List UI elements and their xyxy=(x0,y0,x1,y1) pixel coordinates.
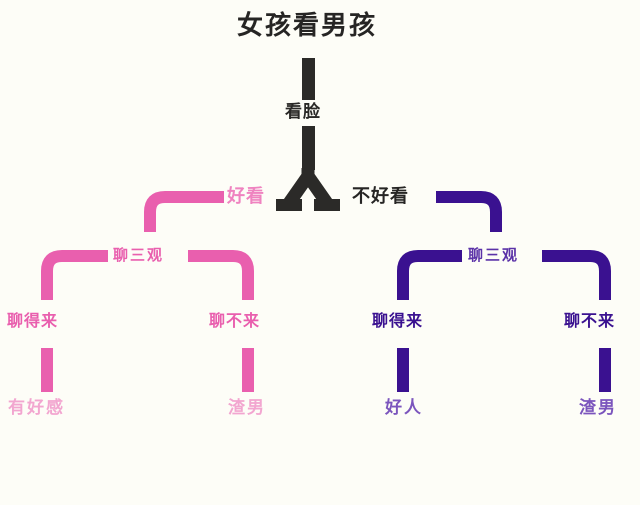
condition-label-left-incompatible: 聊不来 xyxy=(209,311,261,330)
condition-label-left-compatible: 聊得来 xyxy=(7,311,59,330)
root-criterion-label: 看脸 xyxy=(285,102,321,122)
pink-left-leaf-stem xyxy=(41,348,53,392)
criterion-label-left: 聊三观 xyxy=(113,246,165,264)
purple-left-leaf-stem xyxy=(397,348,409,392)
branch-label-good-looking: 好看 xyxy=(227,186,265,207)
purple-left-elbow xyxy=(397,250,462,300)
root-stem-upper xyxy=(302,58,315,100)
root-fork-left-foot xyxy=(276,199,302,211)
pink-right-elbow xyxy=(188,250,254,300)
pink-branch-elbow xyxy=(144,191,224,232)
root-stem-lower xyxy=(302,126,315,170)
result-label-left-compatible: 有好感 xyxy=(8,398,65,418)
root-fork-right-foot xyxy=(314,199,340,211)
result-label-left-incompatible: 渣男 xyxy=(228,398,266,418)
condition-label-right-incompatible: 聊不来 xyxy=(564,311,616,330)
purple-branch-elbow xyxy=(436,191,502,232)
branch-label-not-good-looking: 不好看 xyxy=(352,186,409,207)
result-label-right-compatible: 好人 xyxy=(385,398,423,418)
pink-right-leaf-stem xyxy=(242,348,254,392)
criterion-label-right: 聊三观 xyxy=(468,246,520,264)
result-label-right-incompatible: 渣男 xyxy=(579,398,617,418)
diagram-title: 女孩看男孩 xyxy=(237,11,378,41)
purple-right-elbow xyxy=(542,250,611,300)
purple-right-leaf-stem xyxy=(599,348,611,392)
pink-left-elbow xyxy=(41,250,108,300)
condition-label-right-compatible: 聊得来 xyxy=(372,311,424,330)
